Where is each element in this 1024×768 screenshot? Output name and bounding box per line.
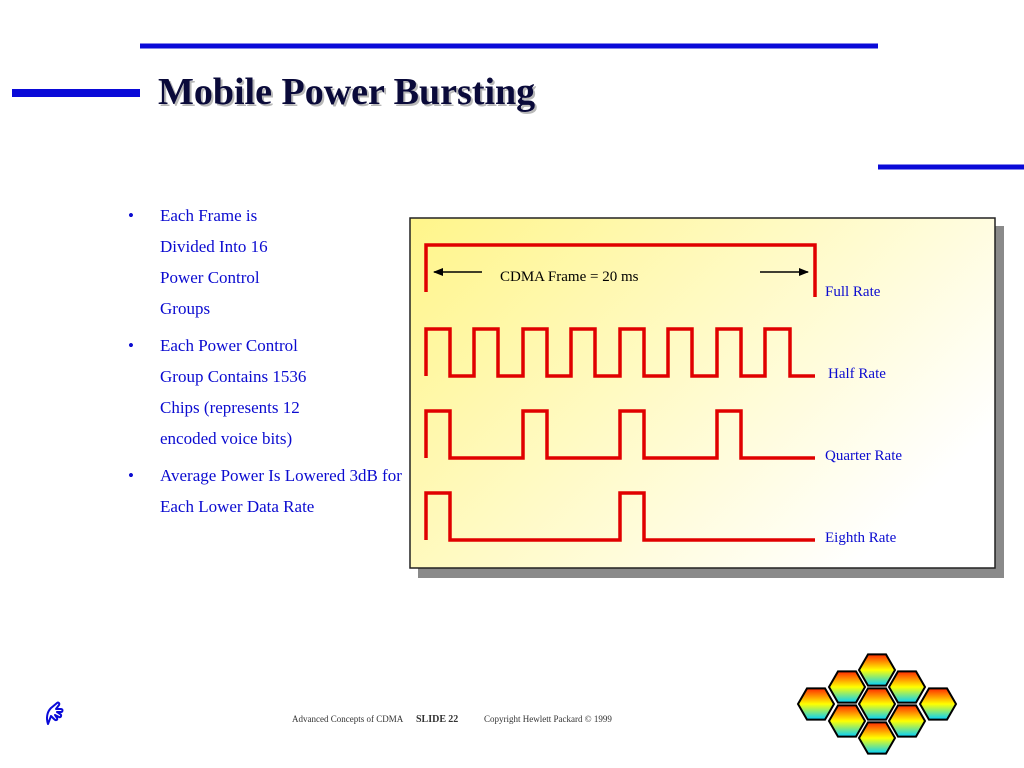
half-rate-waveform: [424, 327, 815, 378]
hexagon-cell: [827, 704, 867, 738]
full-rate-label: Full Rate: [825, 284, 881, 300]
footer-course: Advanced Concepts of CDMA: [292, 714, 404, 724]
bullet-symbol: •: [128, 206, 134, 225]
bullet-symbol: •: [128, 336, 134, 355]
hexagon-cell: [887, 670, 927, 704]
bullet-item: • Average Power Is Lowered 3dB for Each …: [128, 460, 428, 522]
full-rate-waveform: [424, 243, 817, 297]
quarter-rate-waveform: [424, 409, 815, 460]
footer-slide-number: 22: [448, 714, 459, 725]
quarter-rate-label: Quarter Rate: [825, 448, 902, 464]
hexagon-cell: [857, 653, 897, 687]
bullet-item: • Each Power Control Group Contains 1536…: [128, 330, 428, 454]
hand-pointer-icon: [46, 701, 64, 725]
hexagon-cell: [857, 687, 897, 721]
hexagon-cell: [827, 670, 867, 704]
bullet-list: • Each Frame is Divided Into 16 Power Co…: [128, 200, 428, 528]
frame-duration-label: CDMA Frame = 20 ms: [500, 269, 639, 285]
eighth-rate-label: Eighth Rate: [825, 530, 897, 546]
eighth-rate-waveform: [424, 491, 815, 542]
footer-slide: SLIDE 22: [416, 714, 458, 725]
decorative-rules: [12, 43, 1024, 170]
footer-slide-label: SLIDE: [416, 714, 447, 725]
half-rate-label: Half Rate: [828, 366, 886, 382]
panel: [409, 217, 996, 569]
bullet-text: Each Frame is Divided Into 16 Power Cont…: [160, 206, 268, 318]
hexagon-cell: [887, 704, 927, 738]
bullet-item: • Each Frame is Divided Into 16 Power Co…: [128, 200, 428, 324]
hexagon-cell: [857, 721, 897, 755]
bullet-symbol: •: [128, 466, 134, 485]
power-burst-diagram: CDMA Frame = 20 ms Full Rate Half Rate Q…: [409, 217, 1004, 578]
bullet-text: Each Power Control Group Contains 1536 C…: [160, 336, 307, 448]
hexagon-cluster-logo-icon: [796, 653, 958, 755]
footer-copyright: Copyright Hewlett Packard © 1999: [484, 714, 612, 724]
bullet-text: Average Power Is Lowered 3dB for Each Lo…: [160, 466, 402, 516]
hexagon-cell: [918, 687, 958, 721]
hexagon-cell: [796, 687, 836, 721]
slide-title: Mobile Power Bursting: [158, 71, 536, 113]
